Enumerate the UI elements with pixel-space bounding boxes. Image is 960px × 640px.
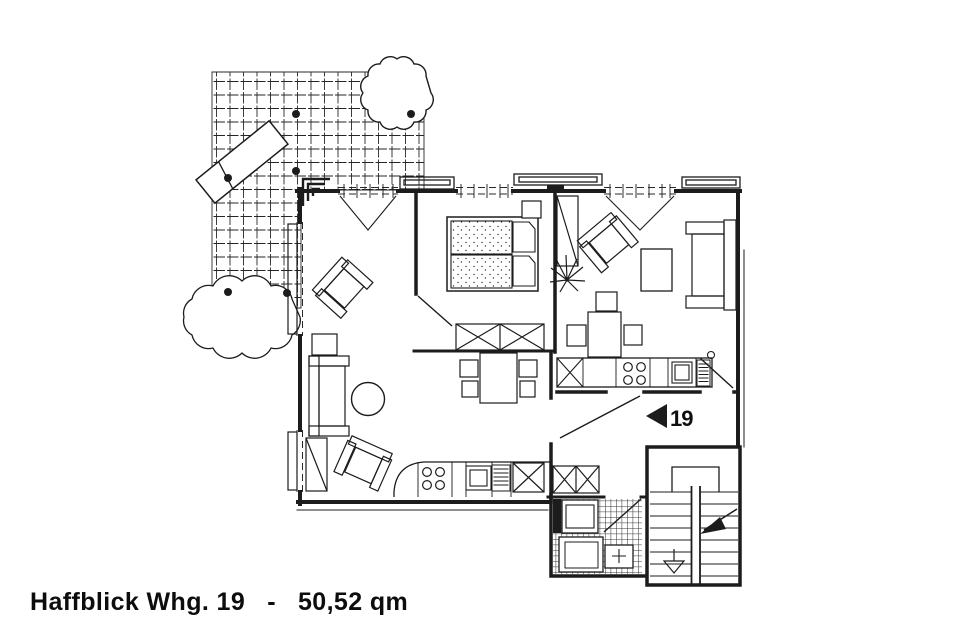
sofa <box>308 355 350 437</box>
wardrobe-crossed <box>455 323 545 351</box>
caption-title: Haffblick Whg. 19 - 50,52 qm <box>30 588 409 616</box>
toilet <box>604 544 634 569</box>
pillow <box>512 221 536 253</box>
refrigerator <box>696 359 711 387</box>
living-room <box>305 256 550 497</box>
hob-burners <box>422 467 446 491</box>
terrace-light-dot <box>292 110 300 118</box>
nightstand <box>521 200 542 219</box>
armchair <box>576 211 640 274</box>
chair <box>518 359 538 378</box>
sink <box>671 361 693 384</box>
wall-pier <box>547 185 564 193</box>
stair-steps <box>650 491 738 577</box>
stairwell <box>645 445 742 587</box>
hob-burners <box>623 362 646 385</box>
stool <box>595 291 618 312</box>
plant-icon <box>549 254 586 293</box>
dining-table <box>459 352 538 404</box>
chair <box>566 324 587 347</box>
terrace-light-dot <box>407 110 415 118</box>
terrace-light-dots <box>224 110 415 297</box>
stair-up-arrow-icon <box>700 508 738 534</box>
stair-landing <box>671 466 720 492</box>
side-table <box>311 333 338 356</box>
wardrobe-small <box>305 437 328 492</box>
terrace-light-dot <box>224 174 232 182</box>
chair <box>461 380 479 398</box>
unit-number-label: 19 <box>670 406 693 431</box>
cabinet-crossed <box>512 462 545 493</box>
unit-entrance-marker: 19 <box>646 404 694 431</box>
terrace <box>182 56 434 359</box>
door-swing <box>559 395 641 439</box>
double-bed <box>446 216 539 292</box>
terrace-light-dot <box>283 289 291 297</box>
round-table <box>350 381 386 417</box>
door-swing <box>603 498 642 533</box>
kitchen-counter <box>556 357 713 388</box>
lounge-dining-room <box>549 195 737 389</box>
chair <box>623 324 643 346</box>
chair <box>459 359 479 378</box>
shower <box>558 536 604 573</box>
chair <box>519 380 536 398</box>
stair-down-marker-icon <box>662 549 686 574</box>
door-swing <box>417 295 453 327</box>
stair-handrail <box>690 486 701 584</box>
window-swing <box>339 195 675 231</box>
dining-table <box>566 291 643 358</box>
cabinet-crossed <box>552 465 600 494</box>
unit-entrance-arrow-icon <box>646 404 667 428</box>
bedroom <box>417 200 545 351</box>
dishwasher <box>491 464 511 492</box>
door-swing <box>699 350 734 389</box>
terrace-light-dot <box>224 288 232 296</box>
terrace-light-dot <box>292 167 300 175</box>
bathroom <box>553 498 642 574</box>
window-sill <box>399 173 741 190</box>
armchair <box>333 434 394 492</box>
pillow <box>512 255 536 287</box>
sun-lounger <box>194 119 290 205</box>
sofa <box>685 219 737 311</box>
washbasin <box>561 499 599 534</box>
duct <box>553 499 561 533</box>
window-sill <box>287 223 298 491</box>
armchair <box>311 256 374 320</box>
sink <box>465 465 492 491</box>
tree-icon <box>360 56 434 130</box>
coffee-table <box>640 248 673 292</box>
hallway: 19 <box>552 395 694 494</box>
shrub-icon <box>182 275 301 359</box>
windows <box>287 173 741 492</box>
wardrobe-diagonal <box>556 195 579 267</box>
